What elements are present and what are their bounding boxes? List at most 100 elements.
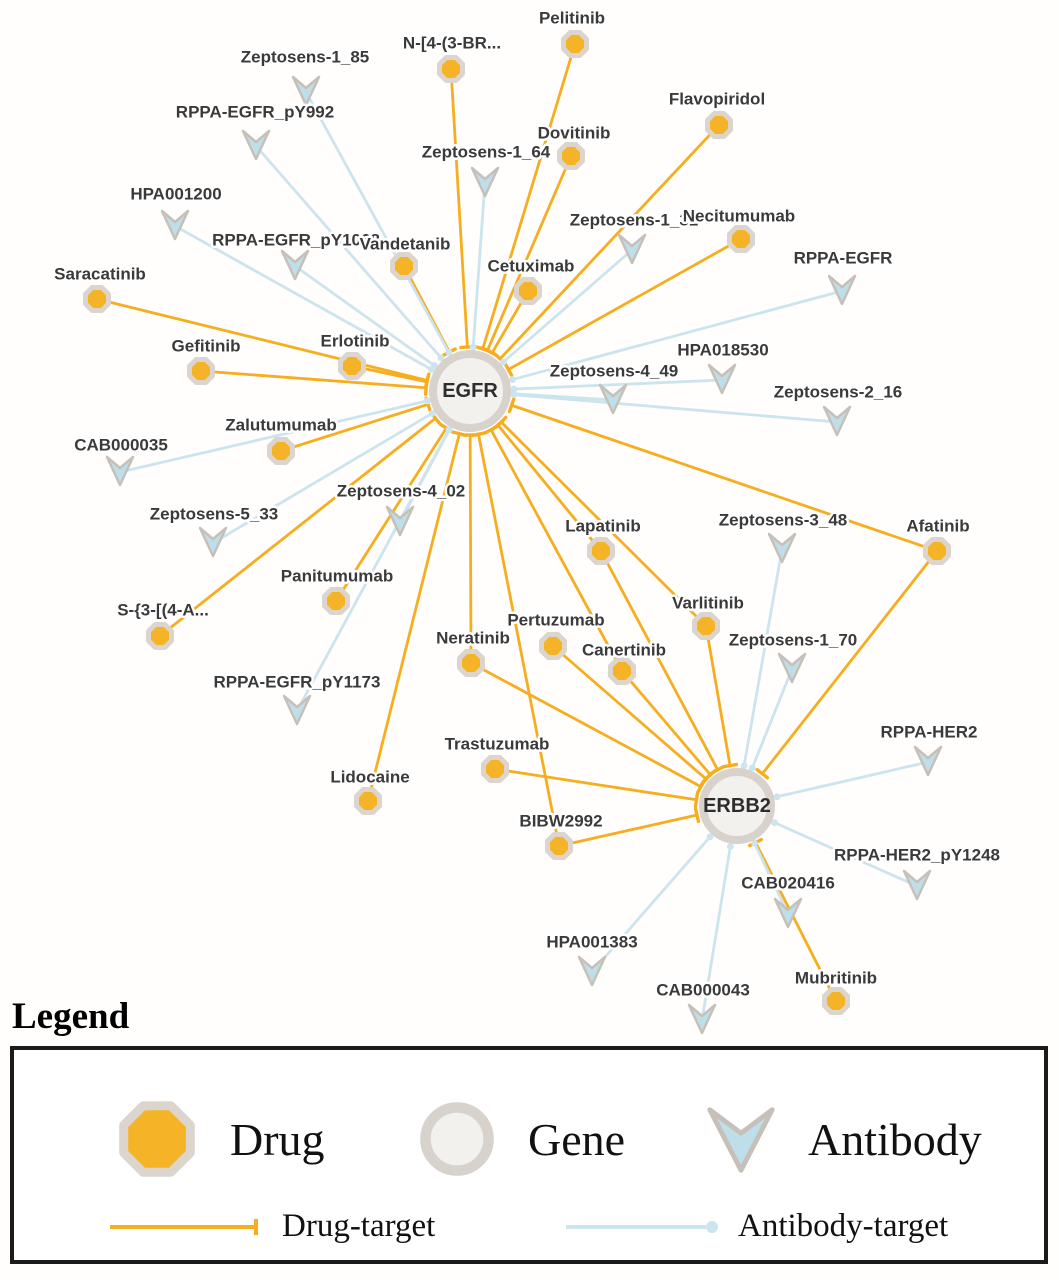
drug-node-trastuzumab[interactable]: [481, 755, 509, 783]
antibody-node-rppa-egfr-py1068[interactable]: [280, 249, 310, 281]
edge-rppa-egfr-py1068-egfr-dot: [430, 362, 438, 369]
edge-lidocaine-egfr: [366, 433, 461, 802]
antibody-label-rppa-her2: RPPA-HER2: [881, 723, 978, 742]
legend-drug-target-label: Drug-target: [282, 1208, 436, 1244]
edge-rppa-egfr-py992-egfr-dot: [437, 354, 445, 362]
drug-node-lidocaine[interactable]: [354, 787, 382, 815]
antibody-node-rppa-egfr-py992[interactable]: [241, 129, 271, 161]
antibody-node-zeptosens-1-31[interactable]: [617, 233, 647, 265]
antibody-node-zeptosens-3-48[interactable]: [767, 532, 797, 564]
edge-zeptosens-1-70-erbb2: [750, 668, 794, 769]
drug-label-mubritinib: Mubritinib: [795, 969, 877, 988]
antibody-node-zeptosens-5-33[interactable]: [198, 526, 228, 558]
drug-label-pertuzumab: Pertuzumab: [507, 611, 604, 630]
edge-cab020416-erbb2: [753, 842, 790, 915]
drug-node-mubritinib[interactable]: [822, 987, 850, 1015]
edge-rppa-egfr-py1173-egfr: [295, 429, 451, 712]
antibody-label-zeptosens-4-02: Zeptosens-4_02: [337, 482, 466, 501]
drug-node-n-4-3-br[interactable]: [437, 55, 465, 83]
drug-node-saracatinib[interactable]: [83, 285, 111, 313]
antibody-target-edge-icon: [566, 1220, 718, 1233]
drug-node-cetuximab[interactable]: [514, 277, 542, 305]
edge-rppa-her2-py1248-erbb2: [773, 821, 918, 888]
edge-bibw2992-erbb2-tee: [693, 806, 701, 824]
edge-rppa-her2-erbb2: [776, 760, 929, 799]
edge-canertinib-erbb2: [620, 670, 712, 776]
antibody-node-cab020416[interactable]: [773, 897, 803, 929]
edge-trastuzumab-erbb2: [494, 767, 697, 802]
edge-cab000043-erbb2-dot: [726, 843, 734, 850]
legend-gene-label: Gene: [528, 1113, 626, 1165]
edge-lidocaine-egfr-tee: [451, 430, 468, 437]
legend-antibody-label: Antibody: [808, 1113, 982, 1165]
drug-label-vandetanib: Vandetanib: [360, 235, 451, 254]
drug-node-erlotinib[interactable]: [338, 352, 366, 380]
drug-label-dovitinib: Dovitinib: [538, 124, 611, 143]
nodes-layer: [83, 30, 951, 1035]
antibody-node-zeptosens-4-02[interactable]: [385, 505, 415, 537]
antibody-symbol-icon: [707, 1107, 775, 1173]
legend-box: Drug Gene Antibody Drug-target: [10, 1046, 1048, 1264]
antibody-node-rppa-egfr-py1173[interactable]: [282, 694, 312, 726]
legend-item-gene: Gene: [414, 1096, 625, 1182]
antibody-label-zeptosens-1-31: Zeptosens-1_31: [570, 211, 699, 230]
antibody-node-zeptosens-4-49[interactable]: [598, 383, 628, 415]
edge-rppa-egfr-egfr: [512, 289, 843, 381]
drug-node-s-3-4-a[interactable]: [146, 622, 174, 650]
antibody-label-cab020416: CAB020416: [741, 874, 835, 893]
edge-rppa-egfr-py1068-egfr: [294, 264, 436, 367]
edge-zeptosens-1-64-egfr: [471, 182, 487, 348]
antibody-node-rppa-her2-py1248[interactable]: [902, 869, 932, 901]
legend-drug-label: Drug: [230, 1113, 325, 1165]
drug-node-zalutumumab[interactable]: [267, 437, 295, 465]
antibody-label-zeptosens-2-16: Zeptosens-2_16: [774, 383, 903, 402]
drug-node-bibw2992[interactable]: [545, 832, 573, 860]
drug-label-trastuzumab: Trastuzumab: [445, 735, 550, 754]
drug-node-pelitinib[interactable]: [561, 30, 589, 58]
edge-zeptosens-2-16-egfr-dot: [510, 391, 518, 399]
drug-label-bibw2992: BIBW2992: [519, 812, 602, 831]
edge-flavopiridol-egfr: [499, 124, 721, 360]
drug-node-dovitinib[interactable]: [557, 142, 585, 170]
gene-node-erbb2[interactable]: [699, 768, 775, 844]
edge-varlitinib-egfr: [500, 421, 707, 627]
legend-item-drug-target: Drug-target: [106, 1208, 435, 1245]
antibody-node-cab000035[interactable]: [105, 455, 135, 487]
drug-node-neratinib[interactable]: [457, 649, 485, 677]
drug-node-afatinib[interactable]: [923, 537, 951, 565]
drug-node-lapatinib[interactable]: [587, 537, 615, 565]
antibody-node-rppa-her2[interactable]: [913, 745, 943, 777]
edge-varlitinib-erbb2: [704, 625, 732, 766]
antibody-node-zeptosens-2-16[interactable]: [822, 405, 852, 437]
edge-zeptosens-3-48-erbb2: [742, 548, 784, 766]
drug-node-panitumumab[interactable]: [322, 587, 350, 615]
drug-node-necitumumab[interactable]: [727, 225, 755, 253]
antibody-node-hpa001383[interactable]: [577, 955, 607, 987]
antibody-node-rppa-egfr[interactable]: [827, 274, 857, 306]
edge-hpa001200-egfr: [174, 224, 433, 371]
edge-varlitinib-egfr-tee: [494, 415, 508, 429]
drug-node-vandetanib[interactable]: [390, 252, 418, 280]
edge-afatinib-egfr-tee: [507, 397, 516, 414]
edge-rppa-egfr-py992-egfr: [254, 145, 443, 359]
antibody-node-zeptosens-1-70[interactable]: [777, 652, 807, 684]
drug-node-flavopiridol[interactable]: [705, 111, 733, 139]
gene-node-egfr[interactable]: [429, 350, 511, 432]
drug-node-varlitinib[interactable]: [692, 612, 720, 640]
edge-canertinib-erbb2-tee: [703, 768, 718, 781]
drug-node-canertinib[interactable]: [608, 657, 636, 685]
edge-trastuzumab-erbb2-tee: [693, 791, 700, 808]
edge-erlotinib-egfr-tee: [423, 373, 431, 390]
drug-label-lidocaine: Lidocaine: [330, 768, 409, 787]
drug-label-necitumumab: Necitumumab: [683, 207, 795, 226]
drug-node-gefitinib[interactable]: [187, 357, 215, 385]
edge-zeptosens-1-31-egfr-dot: [499, 358, 507, 366]
drug-node-pertuzumab[interactable]: [539, 632, 567, 660]
antibody-node-hpa018530[interactable]: [707, 363, 737, 395]
antibody-node-zeptosens-1-85[interactable]: [291, 75, 321, 107]
antibody-node-cab000043[interactable]: [687, 1003, 717, 1035]
antibody-node-zeptosens-1-64[interactable]: [470, 166, 500, 198]
edge-zeptosens-1-85-egfr-dot: [445, 349, 453, 356]
edge-neratinib-egfr: [468, 434, 473, 664]
antibody-node-hpa001200[interactable]: [160, 209, 190, 241]
